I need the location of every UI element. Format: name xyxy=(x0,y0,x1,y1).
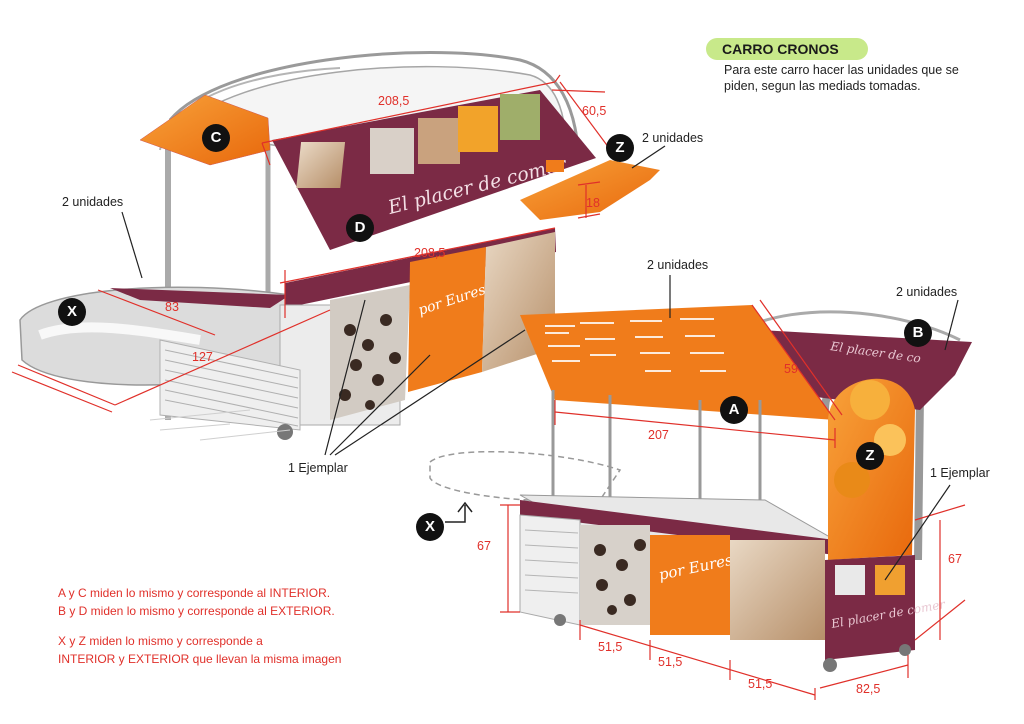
badge-b: B xyxy=(904,319,932,347)
brand-panel-left xyxy=(408,247,486,392)
dim-67-right: 67 xyxy=(948,552,962,566)
note-line-3: X y Z miden lo mismo y corresponde a xyxy=(58,634,263,648)
dim-51-5-a: 51,5 xyxy=(598,640,623,654)
header-description: Para este carro hacer las unidades que s… xyxy=(724,63,959,93)
note-line-4: INTERIOR y EXTERIOR que llevan la misma … xyxy=(58,652,342,666)
badge-a: A xyxy=(720,396,748,424)
right-cart: El placer de co xyxy=(429,305,972,672)
beans-panel-right xyxy=(580,525,650,625)
badge-c: C xyxy=(202,124,230,152)
callout-two-units-x: 2 unidades xyxy=(62,195,124,209)
dim-83: 83 xyxy=(165,300,179,314)
dim-18: 18 xyxy=(586,196,600,210)
badge-x-bottom: X xyxy=(416,513,444,541)
note-line-1: A y C miden lo mismo y corresponde al IN… xyxy=(58,586,331,600)
brand-panel-right xyxy=(650,535,730,635)
dim-59: 59 xyxy=(784,362,798,376)
dim-82-5: 82,5 xyxy=(856,682,881,696)
badge-z-top: Z xyxy=(606,134,634,162)
panel-a xyxy=(520,305,835,420)
header-title: CARRO CRONOS xyxy=(722,41,839,57)
beans-panel-left xyxy=(330,285,410,420)
left-cart: El placer de comer por Eurest xyxy=(19,51,660,441)
callout-two-units-b: 2 unidades xyxy=(896,285,958,299)
notes-block: A y C miden lo mismo y corresponde al IN… xyxy=(58,584,341,668)
header-pill xyxy=(706,38,868,60)
badge-z-right: Z xyxy=(856,442,884,470)
dim-51-5-c: 51,5 xyxy=(748,677,773,691)
dim-51-5-b: 51,5 xyxy=(658,655,683,669)
callout-one-copy-right: 1 Ejemplar xyxy=(930,466,990,480)
badge-x-left: X xyxy=(58,298,86,326)
callout-two-units-a: 2 unidades xyxy=(647,258,709,272)
dim-208-mid: 208,5 xyxy=(414,246,446,260)
dim-127: 127 xyxy=(192,350,213,364)
dim-208-top: 208,5 xyxy=(378,94,410,108)
dimension-lines xyxy=(11,74,966,700)
panel-z-top xyxy=(520,160,660,220)
callout-one-copy-left: 1 Ejemplar xyxy=(288,461,348,475)
callout-two-units-z: 2 unidades xyxy=(642,131,704,145)
dim-60-5: 60,5 xyxy=(582,104,607,118)
note-line-2: B y D miden lo mismo y corresponde al EX… xyxy=(58,604,335,618)
dim-207: 207 xyxy=(648,428,669,442)
dim-67-left: 67 xyxy=(477,539,491,553)
callout-leaders xyxy=(121,145,959,581)
badge-d: D xyxy=(346,214,374,242)
